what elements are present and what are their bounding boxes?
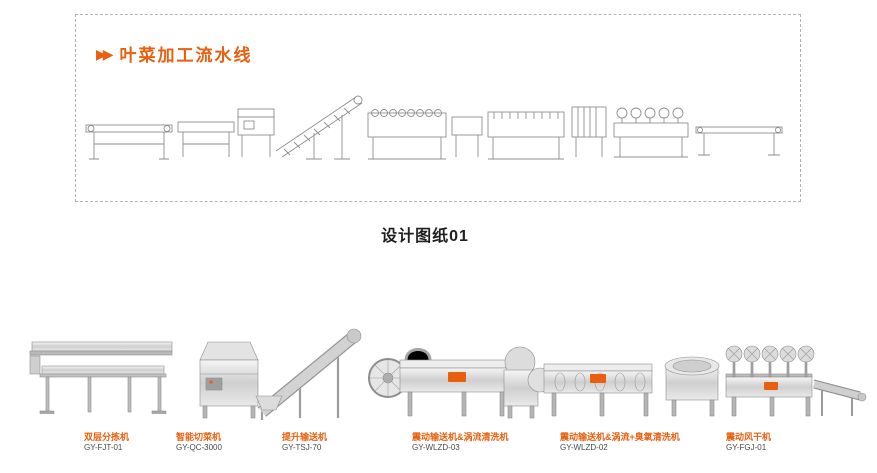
machine-label: 震动输送机&涡流+臭氧清洗机 GY-WLZD-02 <box>560 431 680 454</box>
sketch-outfeed-conveyor <box>695 126 783 156</box>
machine-model: GY-QC-3000 <box>176 443 222 453</box>
machine-label: 智能切菜机 GY-QC-3000 <box>176 431 222 454</box>
sketch-elevator-conveyor <box>275 95 363 160</box>
sketch-cutting-machine <box>237 108 275 157</box>
render-outfeed-belt <box>812 379 867 416</box>
render-ozone-washer <box>527 363 653 417</box>
machine-model: GY-WLZD-03 <box>412 443 460 453</box>
render-double-layer-sorter <box>29 341 173 414</box>
sketch-infeed-conveyor <box>85 124 173 160</box>
machine-name: 震动输送机&涡流+臭氧清洗机 <box>560 432 680 442</box>
machine-model: GY-WLZD-02 <box>560 443 608 453</box>
machine-label: 双层分拣机 GY-FJT-01 <box>84 431 129 454</box>
line-drawing <box>85 95 783 160</box>
sketch-washer-2 <box>487 111 565 160</box>
render-elevator-conveyor <box>255 328 362 420</box>
machine-name: 震动风干机 <box>726 432 772 442</box>
render-vortex-washer <box>368 346 539 419</box>
render-cutting-machine <box>199 341 259 419</box>
machine-model: GY-TSJ-70 <box>282 443 322 453</box>
equipment-illustration <box>29 328 867 420</box>
render-air-dryer <box>725 345 815 417</box>
section-title: ▶▶ 叶菜加工流水线 <box>96 41 253 66</box>
double-arrow-icon: ▶▶ <box>96 45 113 62</box>
sketch-transfer-unit <box>451 116 483 157</box>
machine-name: 双层分拣机 <box>84 432 130 442</box>
machine-label: 震动风干机 GY-FGJ-01 <box>726 431 771 454</box>
machine-label: 提升输送机 GY-TSJ-70 <box>282 431 327 454</box>
sketch-brush-unit <box>571 106 607 157</box>
render-round-tub <box>664 356 720 417</box>
sketch-air-dryer <box>613 107 689 158</box>
sketch-sorting-table <box>177 121 235 157</box>
machine-model: GY-FGJ-01 <box>726 443 767 453</box>
machine-label: 震动输送机&涡流清洗机 GY-WLZD-03 <box>412 431 509 454</box>
machine-name: 智能切菜机 <box>176 432 222 442</box>
machine-model: GY-FJT-01 <box>84 443 123 453</box>
section-title-text: 叶菜加工流水线 <box>119 46 253 65</box>
machine-name: 震动输送机&涡流清洗机 <box>412 432 509 442</box>
design-drawing-panel: ▶▶ 叶菜加工流水线 <box>75 14 801 202</box>
drawing-caption: 设计图纸01 <box>381 228 469 245</box>
machine-name: 提升输送机 <box>282 432 328 442</box>
sketch-washer-1 <box>367 109 447 160</box>
